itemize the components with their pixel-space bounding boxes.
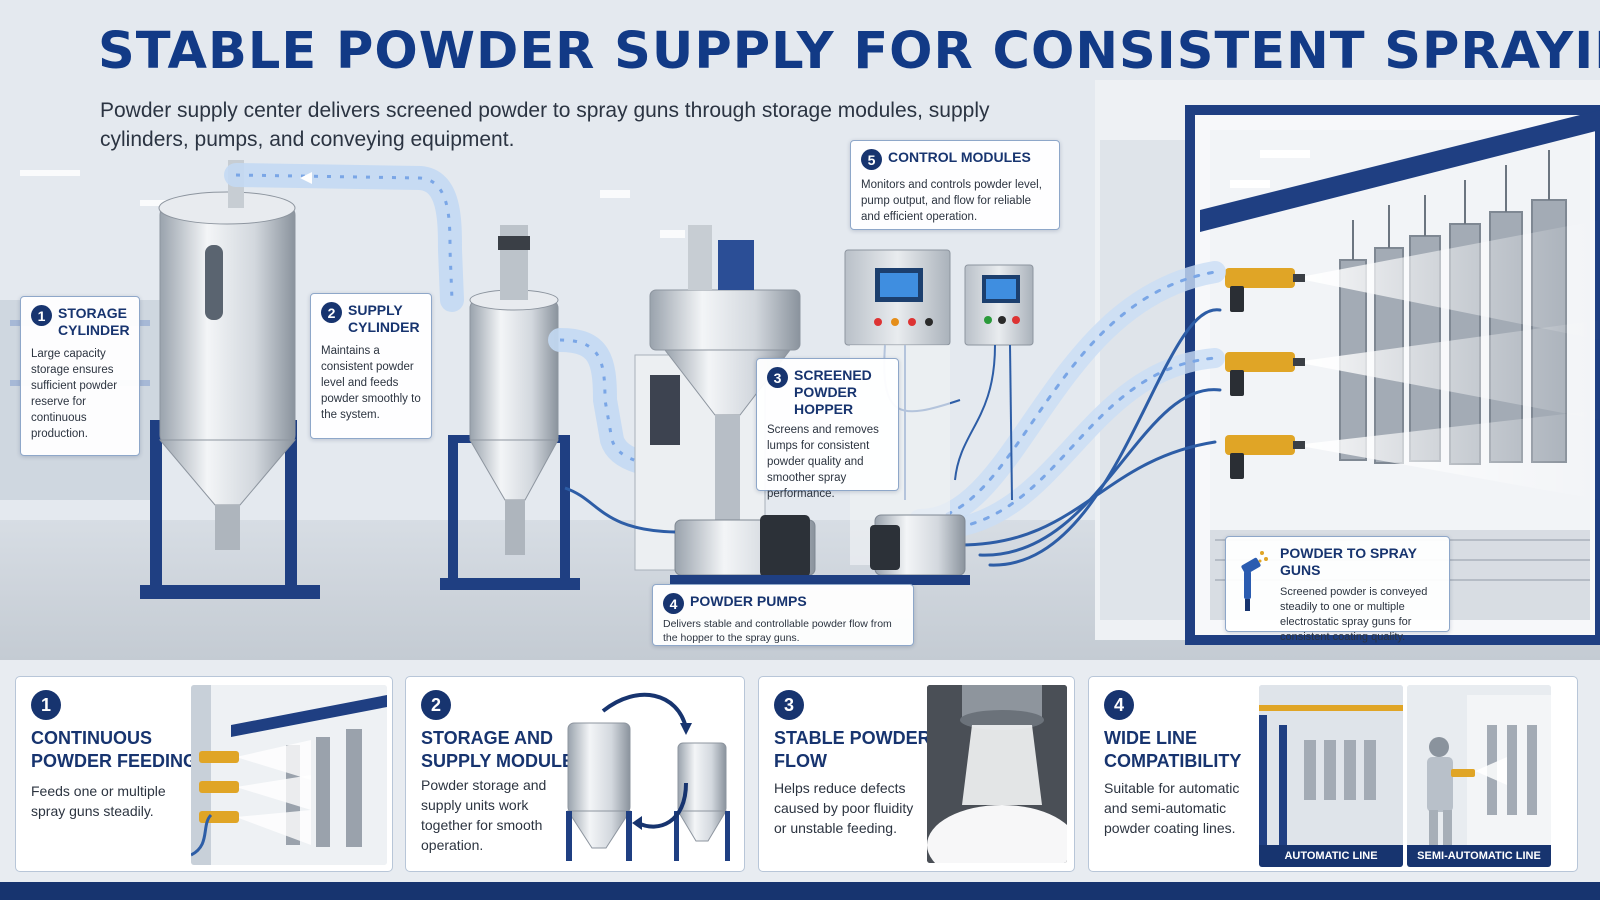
callout-title: POWDER PUMPS xyxy=(690,593,807,609)
card-image-powder-flow xyxy=(927,685,1067,863)
storage-cylinder xyxy=(140,160,320,599)
callout-storage-cylinder: 1 STORAGE CYLINDER Large capacity storag… xyxy=(20,296,140,456)
powder-supply-illustration xyxy=(0,105,1600,660)
card-number: 4 xyxy=(1104,690,1134,720)
card-line-compatibility: 4 WIDE LINE COMPATIBILITY Suitable for a… xyxy=(1088,676,1578,872)
callout-text: Screens and removes lumps for consistent… xyxy=(767,424,879,500)
card-image-semi-automatic-line: SEMI-AUTOMATIC LINE xyxy=(1407,685,1551,867)
card-title: CONTINUOUS POWDER FEEDING xyxy=(31,728,198,771)
hero-scene: STABLE POWDER SUPPLY FOR CONSISTENT SPRA… xyxy=(0,0,1600,660)
card-continuous-feeding: 1 CONTINUOUS POWDER FEEDING Feeds one or… xyxy=(15,676,393,872)
callout-title: CONTROL MODULES xyxy=(888,149,1031,165)
card-text: Powder storage and supply units work tog… xyxy=(421,777,547,853)
callout-powder-pumps: 4 POWDER PUMPS Delivers stable and contr… xyxy=(652,584,914,646)
card-image-spray-booth xyxy=(191,685,387,865)
callout-text: Large capacity storage ensures sufficien… xyxy=(31,348,118,440)
card-title: STABLE POWDER FLOW xyxy=(774,728,931,771)
page-subtitle: Powder supply center delivers screened p… xyxy=(100,99,990,151)
callout-control-modules: 5 CONTROL MODULES Monitors and controls … xyxy=(850,140,1060,230)
callout-title: POWDER TO SPRAY GUNS xyxy=(1280,545,1417,578)
callout-screened-hopper: 3 SCREENED POWDER HOPPER Screens and rem… xyxy=(756,358,899,500)
card-storage-supply: 2 STORAGE AND SUPPLY MODULES Powder stor… xyxy=(405,676,745,872)
card-stable-flow: 3 STABLE POWDER FLOW Helps reduce defect… xyxy=(758,676,1075,872)
card-image-modules xyxy=(558,683,743,869)
card-image-automatic-line: AUTOMATIC LINE xyxy=(1259,685,1403,867)
powder-pumps xyxy=(564,486,970,585)
image-label: AUTOMATIC LINE xyxy=(1259,845,1403,867)
callout-number: 4 xyxy=(663,593,684,614)
callout-title: SCREENED POWDER HOPPER xyxy=(794,367,872,417)
feature-cards: 1 CONTINUOUS POWDER FEEDING Feeds one or… xyxy=(0,660,1600,882)
transfer-pipe xyxy=(224,163,464,312)
supply-cylinder xyxy=(440,225,580,590)
spray-guns xyxy=(1225,268,1305,479)
callout-number: 3 xyxy=(767,367,788,388)
callout-number: 1 xyxy=(31,305,52,326)
page-title: STABLE POWDER SUPPLY FOR CONSISTENT SPRA… xyxy=(98,22,1600,81)
callout-text: Maintains a consistent powder level and … xyxy=(321,345,421,421)
card-number: 2 xyxy=(421,690,451,720)
gun-hoses xyxy=(909,261,1226,567)
card-title: STORAGE AND SUPPLY MODULES xyxy=(421,728,587,771)
callout-number: 5 xyxy=(861,149,882,170)
card-text: Helps reduce defects caused by poor flui… xyxy=(774,780,914,836)
callout-number: 2 xyxy=(321,302,342,323)
footer-bar xyxy=(0,882,1600,900)
card-text: Suitable for automatic and semi-automati… xyxy=(1104,780,1240,836)
callout-supply-cylinder: 2 SUPPLY CYLINDER Maintains a consistent… xyxy=(310,293,432,439)
callout-powder-to-spray-guns: POWDER TO SPRAY GUNS Screened powder is … xyxy=(1225,536,1450,643)
spray-clouds xyxy=(1295,220,1600,500)
card-number: 3 xyxy=(774,690,804,720)
callout-text: Monitors and controls powder level, pump… xyxy=(861,179,1042,223)
card-number: 1 xyxy=(31,690,61,720)
callout-text: Screened powder is conveyed steadily to … xyxy=(1280,586,1428,643)
card-text: Feeds one or multiple spray guns steadil… xyxy=(31,783,166,819)
callout-text: Delivers stable and controllable powder … xyxy=(663,618,892,644)
callout-title: SUPPLY CYLINDER xyxy=(348,302,420,335)
image-label: SEMI-AUTOMATIC LINE xyxy=(1407,845,1551,867)
card-title: WIDE LINE COMPATIBILITY xyxy=(1104,728,1242,771)
screened-hopper xyxy=(634,225,801,571)
callout-title: STORAGE CYLINDER xyxy=(58,305,130,338)
